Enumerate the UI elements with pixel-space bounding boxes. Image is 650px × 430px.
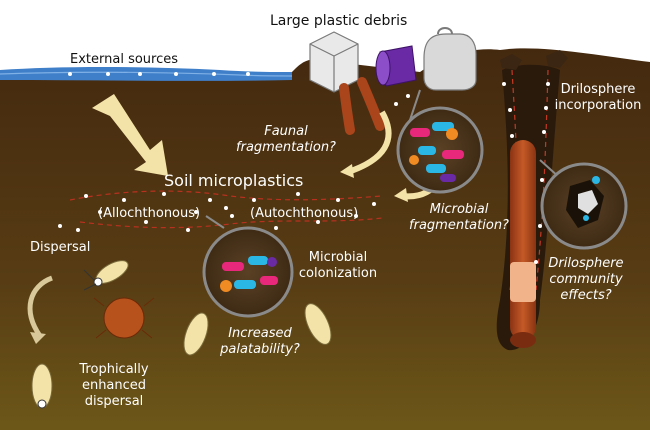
label-allochthonous: (Allochthonous): [98, 206, 200, 221]
earthworm-vertical: [510, 140, 536, 348]
label-trophic-dispersal-1: Trophically: [66, 362, 162, 377]
label-microbial-fragmentation-2: fragmentation?: [404, 218, 514, 233]
label-increased-palatability-1: Increased: [212, 326, 308, 341]
label-drilosphere-incorporation-2: incorporation: [550, 98, 646, 113]
springtail-bottom: [32, 364, 52, 408]
label-dispersal: Dispersal: [30, 240, 90, 255]
plastic-box: [310, 32, 358, 92]
label-soil-microplastics: Soil microplastics: [164, 172, 303, 190]
label-microbial-colonization-1: Microbial: [288, 250, 388, 265]
label-autochthonous: (Autochthonous): [250, 206, 358, 221]
label-trophic-dispersal-3: dispersal: [66, 394, 162, 409]
label-drilosphere-incorporation-1: Drilosphere: [550, 82, 646, 97]
label-external-sources: External sources: [70, 52, 178, 67]
label-increased-palatability-2: palatability?: [212, 342, 308, 357]
label-microbial-fragmentation-1: Microbial: [404, 202, 514, 217]
label-large-plastic-debris: Large plastic debris: [270, 14, 407, 29]
plastic-jug: [424, 28, 476, 90]
purple-cup: [376, 46, 416, 86]
label-faunal-fragmentation-1: Faunal: [236, 124, 336, 139]
label-drilosphere-community-2: community: [536, 272, 636, 287]
label-faunal-fragmentation-2: fragmentation?: [236, 140, 336, 155]
label-drilosphere-community-1: Drilosphere: [536, 256, 636, 271]
label-microbial-colonization-2: colonization: [288, 266, 388, 281]
label-trophic-dispersal-2: enhanced: [66, 378, 162, 393]
label-drilosphere-community-3: effects?: [536, 288, 636, 303]
